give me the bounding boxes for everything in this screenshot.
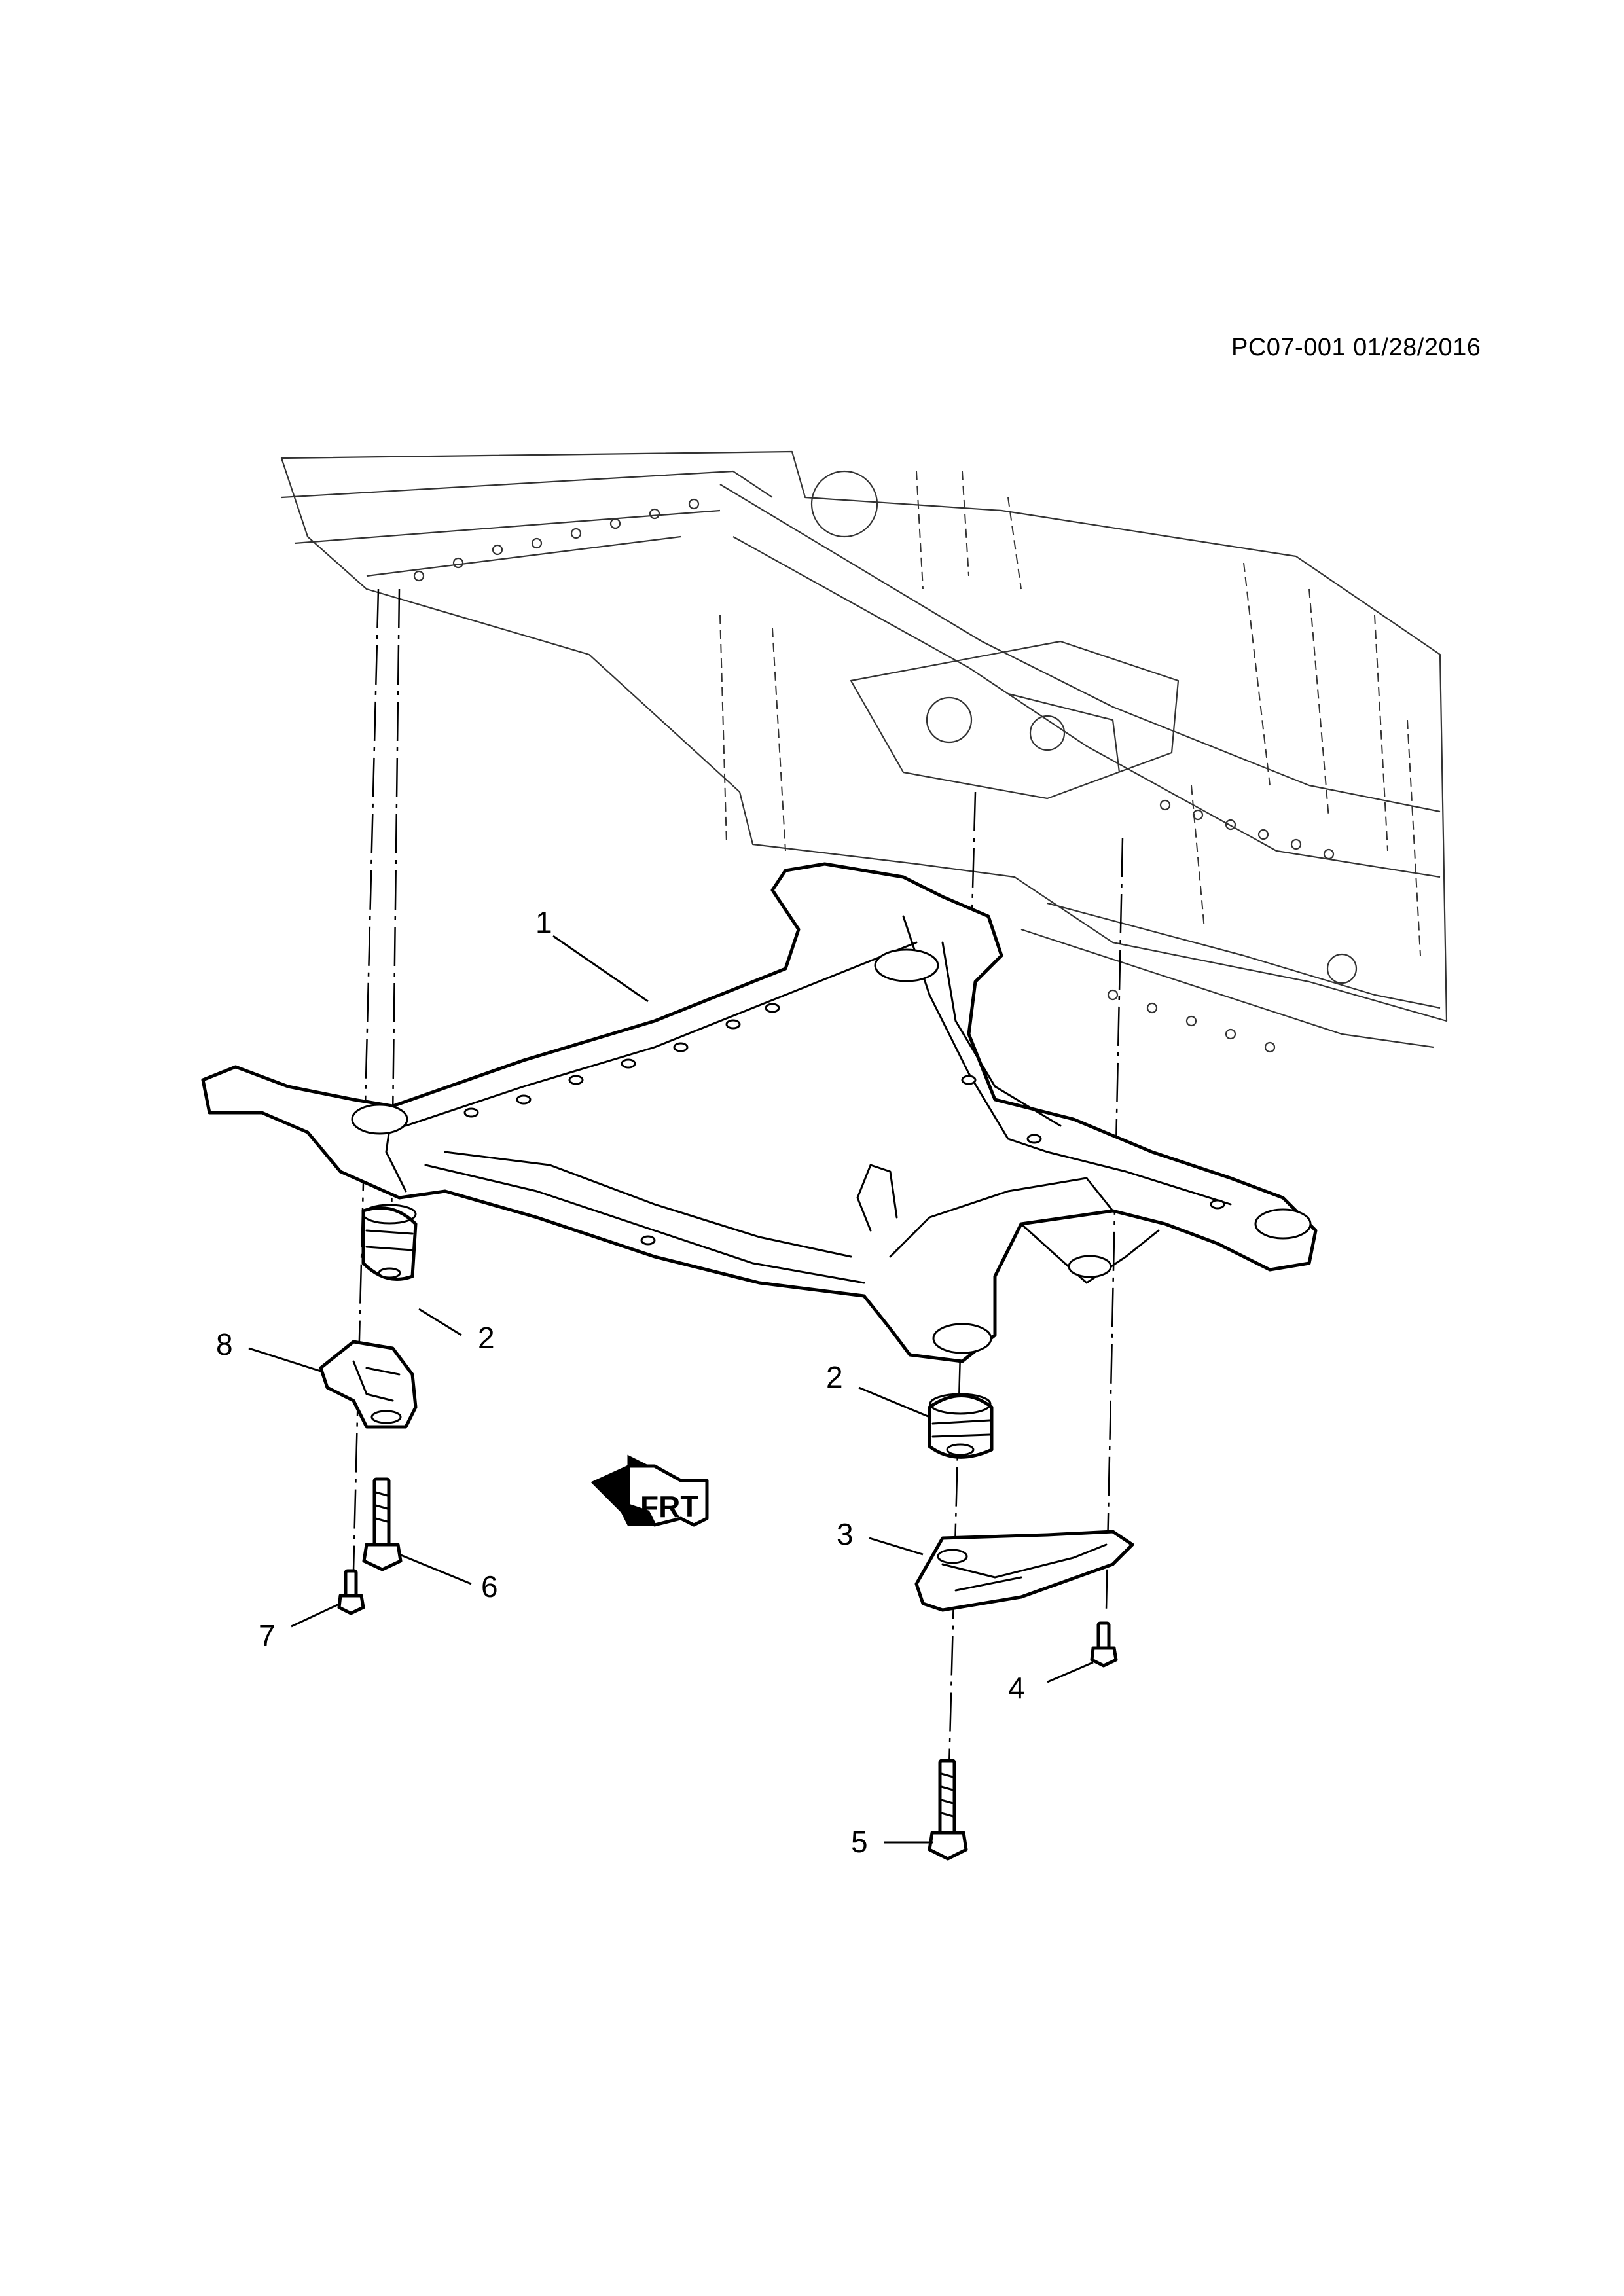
callout-6: 6 [481,1570,498,1604]
callout-8: 8 [216,1327,233,1361]
frame-mount-insulator-upper [361,1204,418,1281]
callout-2-front: 2 [478,1321,495,1355]
vehicle-underbody-outline [280,450,1448,1053]
callout-1: 1 [535,905,552,939]
frame-mount-insulator-upper-rear [928,1393,994,1459]
callout-3: 3 [837,1517,854,1551]
callout-7: 7 [259,1619,276,1653]
bracket-bolt [1090,1621,1118,1668]
frame-mount-bolt-small [337,1569,365,1615]
frame-rear-mount-bracket [914,1530,1134,1612]
frame-bolt-rear [928,1759,968,1861]
frame-mount-insulator-lower [319,1340,418,1429]
callout-5: 5 [851,1825,868,1859]
callout-2-rear: 2 [826,1360,843,1394]
callout-4: 4 [1008,1671,1025,1705]
drawing-reference-code: PC07-001 01/28/2016 [1231,334,1481,361]
front-direction-arrow-icon: FRT [590,1454,709,1527]
callout-leaders [248,935,1094,1844]
front-direction-label: FRT [640,1490,698,1524]
frame-bolt-front [362,1477,403,1571]
frame [201,862,1318,1363]
